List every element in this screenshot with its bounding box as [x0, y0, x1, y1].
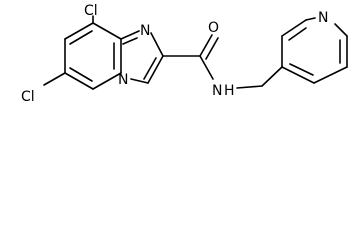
bond: [143, 57, 157, 80]
atom-label-n-pyridine: N: [318, 10, 328, 26]
bond: [147, 55, 164, 84]
bond: [92, 72, 122, 90]
atom-label-o-carbonyl: O: [208, 20, 219, 36]
bond: [69, 67, 93, 82]
atom-label-cl-top: Cl: [84, 3, 98, 19]
bond: [261, 66, 283, 87]
molecule-structure: Cl Cl N N O N H N: [21, 3, 348, 105]
bond: [281, 66, 315, 84]
bond: [64, 72, 94, 90]
bond: [205, 37, 219, 60]
atom-label-n-amide: N: [212, 83, 222, 99]
bond: [305, 17, 316, 21]
bond: [92, 22, 122, 40]
bond: [199, 55, 214, 80]
bond: [120, 30, 140, 40]
bond: [334, 23, 348, 37]
bond: [313, 66, 348, 84]
bond: [281, 19, 307, 37]
bond: [64, 22, 94, 40]
bond: [236, 85, 263, 89]
bond: [69, 30, 93, 45]
molecule-canvas: Cl Cl N N O N H N: [21, 3, 348, 105]
atom-label-n-imidazole: N: [140, 23, 150, 39]
atom-label-n-bridgehead: N: [118, 72, 128, 88]
bond: [289, 63, 314, 76]
bond: [288, 27, 307, 41]
atom-label-h-amide: H: [224, 83, 235, 99]
bond: [130, 78, 149, 84]
atom-label-cl-bottom: Cl: [21, 89, 35, 105]
bond: [122, 37, 138, 45]
bond: [199, 34, 213, 57]
bond: [43, 72, 66, 86]
bond: [150, 32, 164, 57]
